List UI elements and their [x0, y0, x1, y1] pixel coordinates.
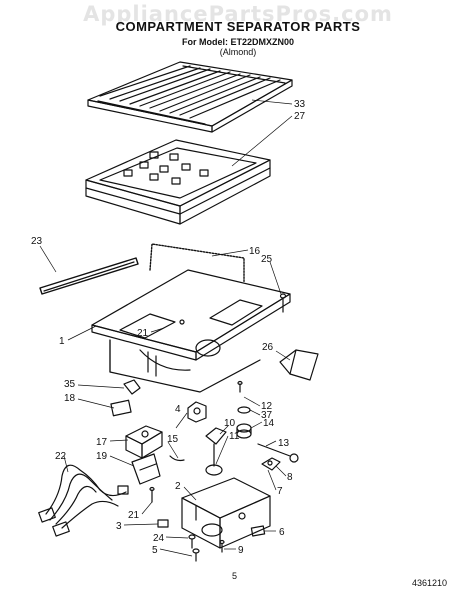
- leader-lines: [40, 100, 292, 556]
- damper-assembly-10: [206, 428, 226, 475]
- page-number: 5: [232, 571, 237, 581]
- screw-21-lower: [150, 488, 154, 503]
- callout-27: 27: [294, 111, 306, 122]
- callout-15: 15: [167, 434, 179, 445]
- model-line: For Model: ET22DMXZN00: [181, 37, 294, 47]
- control-housing-17: [126, 426, 162, 458]
- callout-3: 3: [116, 521, 122, 532]
- separator-panel-1: [92, 270, 290, 392]
- callout-22: 22: [55, 451, 67, 462]
- diagram-title: COMPARTMENT SEPARATOR PARTS: [115, 19, 361, 34]
- callout-35: 35: [64, 379, 76, 390]
- callout-24: 24: [153, 533, 165, 544]
- callout-2: 2: [175, 481, 181, 492]
- callout-labels: 33 27 23 16 25 1 21 26 35 18 12 37 4 14 …: [31, 99, 306, 556]
- color-line: (Almond): [219, 47, 257, 57]
- callout-21-upper: 21: [137, 328, 149, 339]
- callout-18: 18: [64, 393, 76, 404]
- housing-base-2: [182, 478, 270, 548]
- baffle-26: [280, 350, 318, 380]
- callout-6: 6: [279, 527, 285, 538]
- watermark: AppliancePartsPros.com: [83, 2, 393, 26]
- callout-11: 11: [229, 431, 240, 442]
- callout-12: 12: [261, 401, 273, 412]
- thermostat-4: [170, 402, 206, 461]
- callout-5: 5: [152, 545, 158, 556]
- gasket-strip-23: [40, 258, 138, 294]
- document-number: 4361210: [412, 578, 447, 588]
- screw-9: [220, 541, 224, 553]
- callout-37: 37: [261, 410, 273, 421]
- callout-4: 4: [175, 404, 181, 415]
- callout-13: 13: [278, 438, 290, 449]
- bracket-19: [132, 454, 160, 484]
- callout-9: 9: [238, 545, 244, 556]
- callout-33: 33: [294, 99, 306, 110]
- callout-19: 19: [96, 451, 108, 462]
- callout-10: 10: [224, 418, 236, 429]
- callout-14: 14: [263, 418, 275, 429]
- connector-6: [251, 526, 264, 536]
- callout-16: 16: [249, 246, 261, 257]
- callout-26: 26: [262, 342, 274, 353]
- callout-1: 1: [59, 336, 65, 347]
- screws-24-5: [189, 535, 199, 561]
- wire-loop-16: [150, 244, 244, 282]
- separator-frame-27: [86, 140, 270, 224]
- callout-7: 7: [277, 486, 283, 497]
- cam-7: [262, 458, 280, 470]
- clip-35: [124, 380, 140, 394]
- knob-stack-12: [237, 382, 251, 439]
- callout-8: 8: [287, 472, 293, 483]
- plate-18: [111, 400, 131, 415]
- grille-shelf-33: [88, 62, 292, 132]
- callout-21-lower: 21: [128, 510, 140, 521]
- callout-23: 23: [31, 236, 43, 247]
- clip-3: [158, 520, 168, 527]
- sensor-13: [258, 444, 298, 462]
- callout-17: 17: [96, 437, 108, 448]
- wire-harness-22: [39, 465, 128, 536]
- callout-25: 25: [261, 254, 273, 265]
